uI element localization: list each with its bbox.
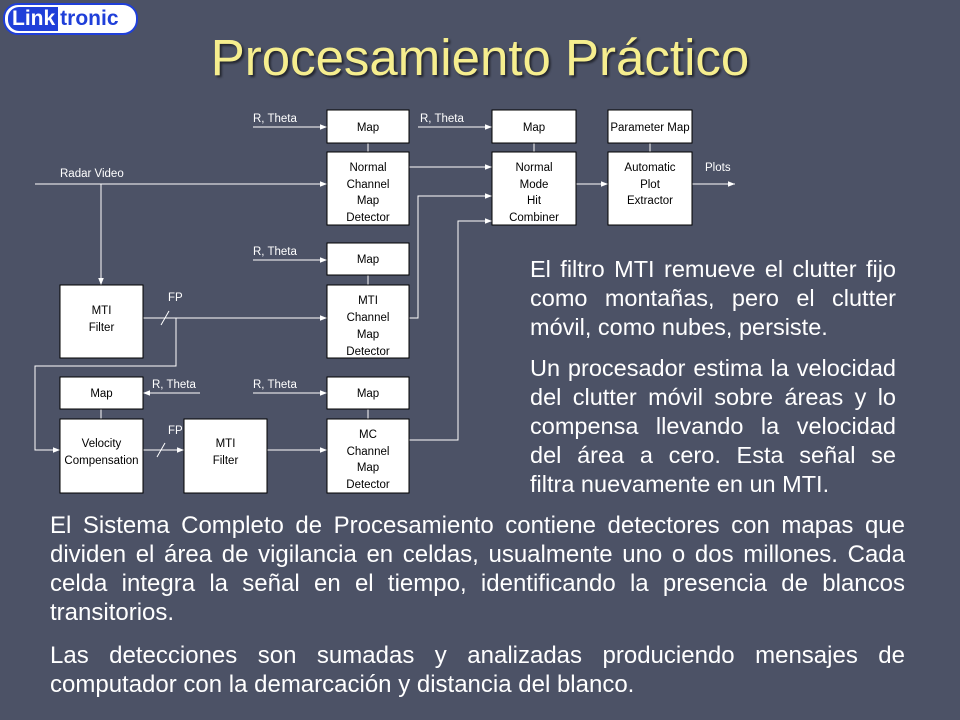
block-label: Channel [347,446,390,458]
linktronic-logo: Link tronic [3,3,138,35]
block-parameter-map: Parameter Map [607,109,693,144]
block-label: Map [523,122,545,134]
block-label: Map [357,329,379,341]
text-line: El Sistema Completo de Procesamiento con… [50,512,905,539]
block-label: Detector [346,212,390,224]
text-line: del clutter móvil sobre áreas y lo [530,384,896,410]
r-theta-label: R, Theta [152,379,196,391]
text-line: El filtro MTI remueve el clutter fijo [530,256,896,282]
connector-mc-detector-to-combiner [409,218,492,441]
block-box [491,151,577,226]
block-label: Map [357,254,379,266]
block-box [326,151,410,226]
side-paragraph-2: Un procesador estima la velocidad del cl… [530,354,896,499]
block-box [326,376,410,410]
block-label: Mode [520,179,549,191]
text-line: del área a cero. Esta señal se [530,442,896,468]
block-label: Plot [640,179,661,191]
block-map-velocity: Map [59,376,144,410]
text-line: compensa llevando la velocidad [530,413,896,439]
block-label: Velocity [82,438,122,450]
block-label: Extractor [627,195,673,207]
block-map-mc: Map [326,376,410,410]
plots-label: Plots [705,162,731,174]
r-theta-label: R, Theta [253,246,297,258]
block-automatic-plot-extractor: Automatic Plot Extractor [607,151,693,226]
block-label: Hit [527,195,542,207]
body-paragraph-2: Las detecciones son sumadas y analizadas… [50,641,905,699]
block-box [326,284,410,359]
block-label: Channel [347,179,390,191]
block-label: MTI [92,305,112,317]
block-box [326,242,410,276]
block-normal-mode-hit-combiner: Normal Mode Hit Combiner [491,151,577,226]
block-box [491,109,577,144]
block-label: Filter [89,322,115,334]
fp-label: FP [168,292,183,304]
block-label: Map [357,122,379,134]
block-label: Filter [213,455,239,467]
block-label: MTI [216,438,236,450]
fp-slash-lower [156,442,166,458]
block-label: Normal [349,162,386,174]
block-label: Map [357,462,379,474]
text-line: móvil, como nubes, persiste. [530,314,828,340]
block-box [59,284,144,359]
block-box [59,418,144,494]
block-box [326,109,410,144]
block-label: Combiner [509,212,559,224]
block-label: MTI [358,295,378,307]
text-line: Las detecciones son sumadas y analizadas… [50,642,905,669]
block-label: Compensation [64,455,138,467]
connector-mti-detector-to-combiner [409,193,492,319]
processing-block-diagram: R, Theta R, Theta R, Theta R, Theta R, T… [34,109,735,494]
block-mti-channel-map-detector: MTI Channel Map Detector [326,284,410,359]
text-line: como montañas, pero el clutter [530,285,896,311]
block-label: Automatic [624,162,675,174]
block-label: Parameter Map [610,122,689,134]
block-mc-channel-map-detector: MC Channel Map Detector [326,418,410,494]
block-label: Normal [515,162,552,174]
r-theta-label: R, Theta [253,113,297,125]
connector-mti-filter-to-velocity-compensation [34,318,177,453]
r-theta-label: R, Theta [253,379,297,391]
logo-link-text: Link [8,7,59,31]
slide-title: Procesamiento Práctico [210,29,750,86]
fp-label: FP [168,425,183,437]
block-box [59,376,144,410]
block-box [607,151,693,226]
text-line: transitorios. [50,599,175,626]
block-label: Map [357,388,379,400]
radar-video-label: Radar Video [60,168,124,180]
text-line: computador con la demarcación y distanci… [50,671,635,698]
text-line: Un procesador estima la velocidad [530,355,896,381]
r-theta-label: R, Theta [420,113,464,125]
block-normal-channel-map-detector: Normal Channel Map Detector [326,151,410,226]
text-line: filtra nuevamente en un MTI. [530,471,830,497]
block-label: Detector [346,346,390,358]
block-label: Detector [346,479,390,491]
block-label: MC [359,429,377,441]
block-box [326,418,410,494]
block-map-mti: Map [326,242,410,276]
block-mti-filter-1: MTI Filter [59,284,144,359]
text-line: celda integra la señal en el tiempo, ide… [50,570,905,597]
block-label: Map [357,195,379,207]
block-velocity-compensation: Velocity Compensation [59,418,144,494]
fp-slash-upper [160,310,170,326]
connectors [34,124,735,458]
block-map-combiner: Map [491,109,577,144]
body-paragraph-1: El Sistema Completo de Procesamiento con… [50,511,905,627]
side-paragraph-1: El filtro MTI remueve el clutter fijo co… [530,255,896,342]
block-label: Map [90,388,112,400]
block-box [607,109,693,144]
logo-tronic-text: tronic [60,7,119,30]
text-line: dividen el área de vigilancia en celdas,… [50,541,905,568]
block-mti-filter-2: MTI Filter [183,418,268,494]
block-box [183,418,268,494]
block-map-normal: Map [326,109,410,144]
diagram-labels: R, Theta R, Theta R, Theta R, Theta R, T… [60,113,731,437]
block-label: Channel [347,312,390,324]
